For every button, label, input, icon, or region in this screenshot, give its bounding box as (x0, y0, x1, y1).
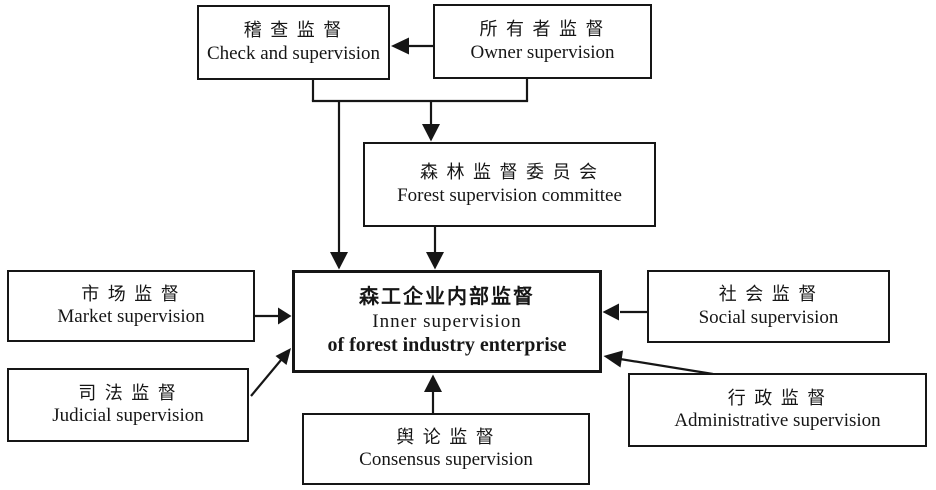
arrow-committee-to-central (426, 227, 444, 270)
arrow-bar-to-committee (422, 101, 440, 142)
judicial-cn-label: 司 法 监 督 (78, 382, 178, 403)
arrow-owner-to-check (391, 37, 433, 55)
owner-en-label: Owner supervision (470, 41, 615, 63)
admin-cn-label: 行 政 监 督 (727, 387, 828, 408)
arrow-judicial-to-central (250, 348, 291, 397)
arrow-social-to-central (602, 303, 647, 321)
arrow-consensus-to-central (424, 374, 442, 413)
committee-cn-label: 森 林 监 督 委 员 会 (420, 162, 599, 183)
arrow-market-to-central (255, 307, 292, 325)
social-cn-label: 社 会 监 督 (718, 284, 819, 305)
box-administrative-supervision: 行 政 监 督 Administrative supervision (628, 373, 927, 447)
arrow-admin-to-central (603, 350, 714, 376)
box-check-supervision: 稽 查 监 督 Check and supervision (197, 5, 390, 80)
box-judicial-supervision: 司 法 监 督 Judicial supervision (7, 368, 249, 442)
central-en-line1: Inner supervision (372, 310, 522, 332)
central-en-line2: of forest industry enterprise (327, 334, 567, 357)
admin-en-label: Administrative supervision (674, 410, 881, 432)
committee-en-label: Forest supervision committee (397, 184, 622, 206)
connector-bar (311, 79, 529, 103)
check-en-label: Check and supervision (206, 42, 381, 64)
market-cn-label: 市 场 监 督 (81, 283, 181, 304)
consensus-en-label: Consensus supervision (359, 449, 533, 471)
box-market-supervision: 市 场 监 督 Market supervision (7, 270, 255, 342)
box-social-supervision: 社 会 监 督 Social supervision (647, 270, 890, 343)
box-forest-supervision-committee: 森 林 监 督 委 员 会 Forest supervision committ… (363, 142, 656, 227)
consensus-cn-label: 舆 论 监 督 (396, 426, 496, 447)
central-cn-label: 森工企业内部监督 (359, 285, 535, 308)
box-consensus-supervision: 舆 论 监 督 Consensus supervision (302, 413, 590, 485)
box-inner-supervision-central: 森工企业内部监督 Inner supervision of forest ind… (292, 270, 602, 373)
owner-cn-label: 所 有 者 监 督 (479, 19, 606, 40)
social-en-label: Social supervision (698, 306, 839, 328)
arrow-bar-to-central (330, 101, 348, 270)
check-cn-label: 稽 查 监 督 (243, 20, 344, 41)
box-owner-supervision: 所 有 者 监 督 Owner supervision (433, 4, 652, 79)
market-en-label: Market supervision (57, 306, 205, 328)
judicial-en-label: Judicial supervision (52, 405, 204, 427)
